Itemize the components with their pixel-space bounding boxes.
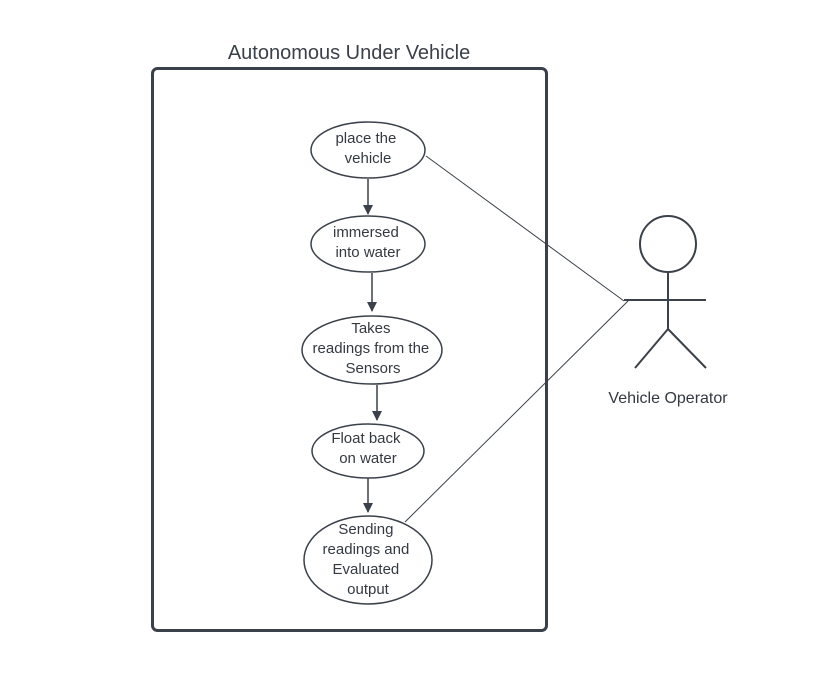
use-case-label: Sending readings and Evaluated output: [323, 521, 414, 598]
use-case-label: place the vehicle: [335, 130, 400, 167]
association-lines: [404, 155, 629, 523]
use-case-label-line: immersed: [333, 224, 399, 241]
use-case-label: immersed into water: [333, 224, 403, 261]
use-case-label: Takes readings from the Sensors: [313, 320, 434, 377]
use-case-ellipse: [303, 515, 433, 605]
association-line-uc5: [404, 300, 629, 523]
use-case-label-line: output: [347, 581, 390, 598]
use-case-place-the-vehicle: place the vehicle: [310, 121, 426, 179]
use-case-label-line: into water: [335, 244, 400, 261]
system-boundary-title: Autonomous Under Vehicle: [228, 42, 470, 64]
actor-head: [639, 215, 697, 273]
use-case-takes-readings: Takes readings from the Sensors: [301, 315, 443, 385]
use-case-label: Float back on water: [331, 430, 404, 467]
use-case-float-back: Float back on water: [311, 423, 425, 479]
use-case-sending-readings: Sending readings and Evaluated output: [303, 515, 433, 605]
association-line-uc1: [425, 155, 625, 302]
actor-left-leg: [634, 328, 669, 369]
use-case-ellipse: [301, 315, 443, 385]
use-case-label-line: readings from the: [313, 340, 430, 357]
use-case-label-line: on water: [339, 450, 397, 467]
actor-right-leg: [667, 328, 707, 369]
system-boundary: [151, 67, 548, 632]
use-case-label-line: Float back: [331, 430, 401, 447]
use-case-ellipse: [311, 423, 425, 479]
stick-figure-icon: [624, 215, 707, 369]
use-case-label-line: Sensors: [345, 360, 400, 377]
use-case-ellipse: [310, 215, 426, 273]
use-case-label-line: Sending: [338, 521, 393, 538]
use-case-label-line: Evaluated: [333, 561, 400, 578]
actor-vehicle-operator: Vehicle Operator: [608, 215, 728, 407]
actor-label: Vehicle Operator: [608, 390, 728, 407]
use-case-immersed-into-water: immersed into water: [310, 215, 426, 273]
use-case-label-line: vehicle: [345, 150, 392, 167]
use-case-ellipse: [310, 121, 426, 179]
use-case-label-line: place the: [335, 130, 396, 147]
flow-arrows: [363, 179, 382, 513]
use-case-label-line: readings and: [323, 541, 410, 558]
use-case-label-line: Takes: [351, 320, 390, 337]
